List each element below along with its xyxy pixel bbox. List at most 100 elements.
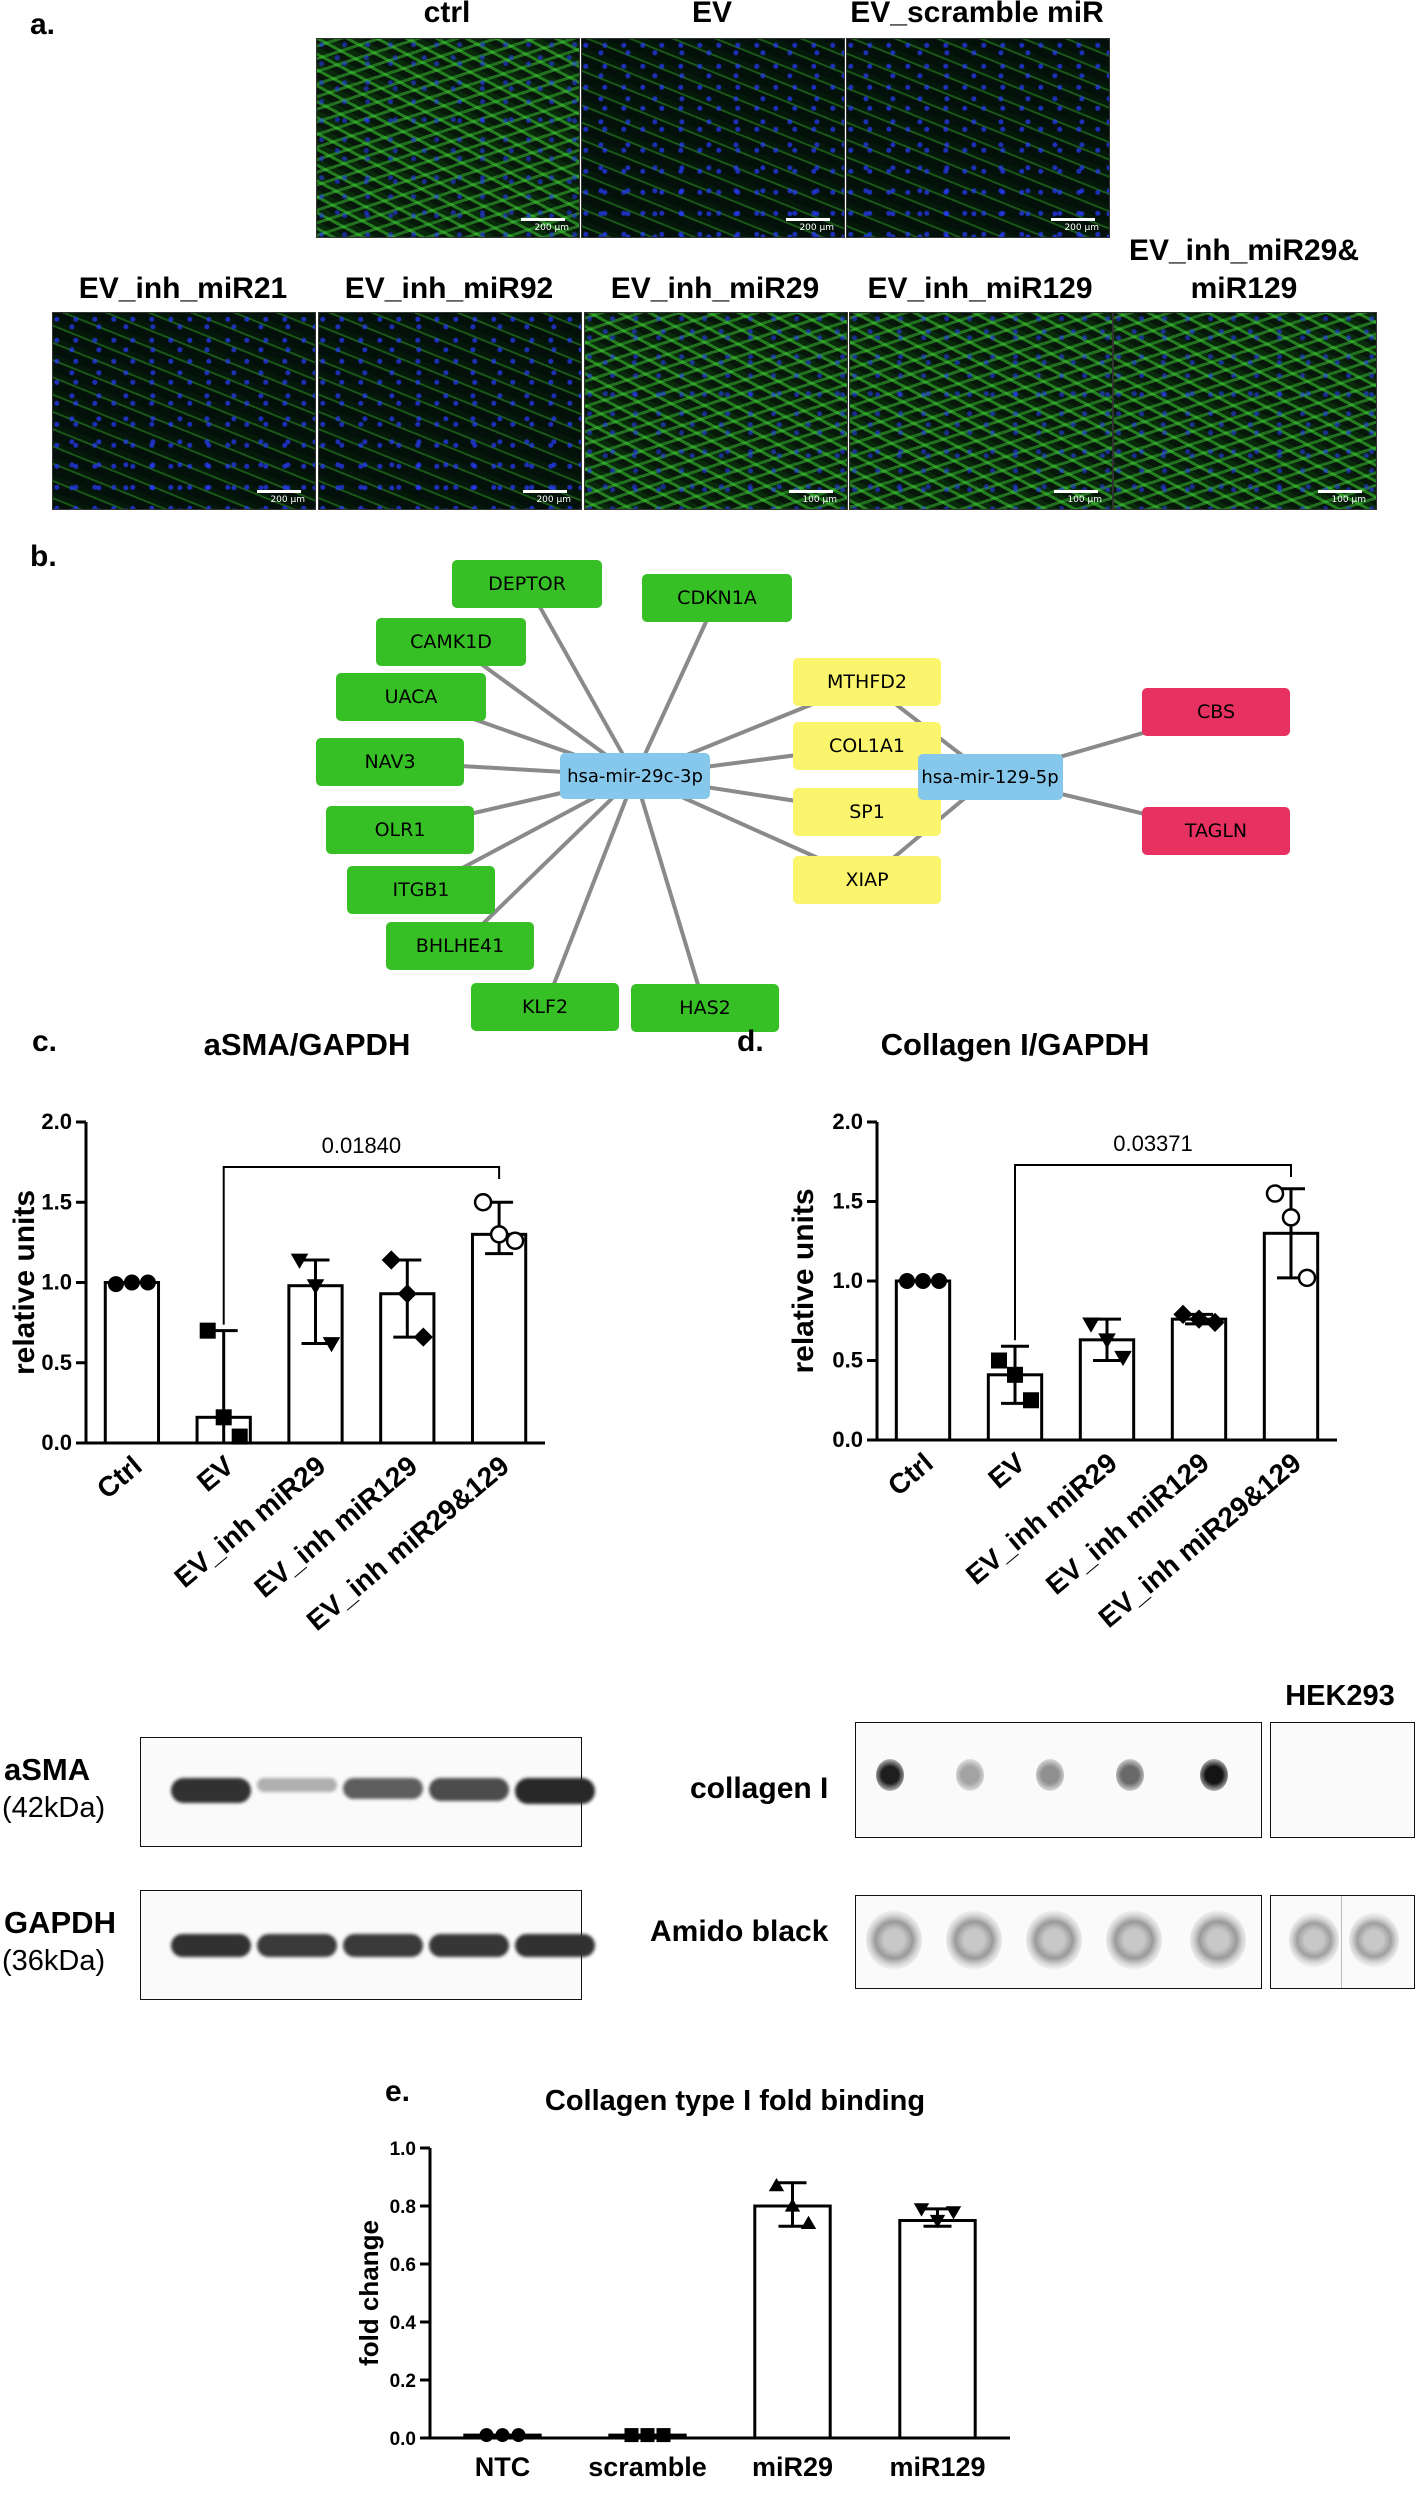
data-point: [656, 2428, 671, 2443]
scale-bar-label: 200 µm: [270, 495, 305, 505]
panel-b-letter: b.: [30, 540, 57, 573]
micrograph-label-line: EV_inh_miR92: [344, 272, 554, 305]
bar: [753, 2204, 832, 2440]
data-point: [381, 1250, 401, 1270]
blot-asma-label: aSMA: [4, 1752, 91, 1787]
amido-spot: [1026, 1910, 1082, 1970]
data-point: [473, 1193, 493, 1212]
micrograph-image: 100 µm: [1113, 312, 1377, 510]
y-tick-label: 0.5: [41, 1350, 72, 1375]
gene-node: CAMK1D: [376, 618, 526, 666]
chart-title: Collagen I/GAPDH: [881, 1027, 1150, 1062]
scale-bar-label: 100 µm: [1067, 495, 1102, 505]
micrograph-label: EV_scramble miR: [850, 0, 1104, 29]
gene-node: CDKN1A: [642, 574, 792, 622]
micrograph-label-line: miR129: [1190, 272, 1298, 305]
data-point: [215, 1409, 232, 1426]
category-label: EV_inh miR129: [248, 1450, 423, 1604]
micrograph-image: 100 µm: [849, 312, 1113, 510]
data-point: [397, 1284, 417, 1304]
data-point: [624, 2428, 639, 2443]
y-tick-label: 0.0: [390, 2429, 416, 2450]
micrograph-image: 200 µm: [316, 38, 580, 238]
chart-title: aSMA/GAPDH: [204, 1027, 411, 1062]
data-point: [505, 1231, 525, 1251]
network-edge: [458, 774, 637, 948]
chart-collagen-gapdh: Collagen I/GAPDH0.00.51.01.52.0relative …: [787, 1027, 1337, 1634]
micrograph-image: 200 µm: [581, 38, 845, 238]
data-point: [1189, 1309, 1209, 1329]
dot-amido-label: Amido black: [650, 1915, 829, 1948]
data-point: [479, 2428, 494, 2443]
data-point: [915, 1273, 931, 1289]
data-point: [1281, 1208, 1301, 1227]
scale-bar: [789, 490, 833, 493]
bar: [898, 2219, 977, 2440]
blot-gapdh: [140, 1890, 595, 2000]
network-edge: [543, 775, 637, 1008]
y-tick-label: 1.5: [41, 1189, 72, 1214]
data-point: [306, 1279, 325, 1295]
category-label: Ctrl: [882, 1447, 939, 1502]
gene-node: BHLHE41: [386, 922, 534, 970]
y-tick-label: 2.0: [41, 1109, 72, 1134]
network-edge: [525, 583, 637, 777]
gene-node: XIAP: [793, 856, 941, 904]
data-point: [1114, 1350, 1132, 1367]
amido-spot: [1349, 1912, 1399, 1968]
y-tick-label: 0.5: [832, 1348, 863, 1373]
blot-band: [257, 1778, 337, 1792]
y-tick-label: 1.0: [41, 1270, 72, 1295]
hek293-label: HEK293: [1285, 1680, 1395, 1712]
chart-collagen-binding: Collagen type I fold binding0.00.20.40.6…: [354, 2085, 1010, 2482]
gene-node: KLF2: [471, 983, 619, 1031]
scale-bar-label: 200 µm: [1064, 223, 1099, 233]
dot-blot-collagen-hek: [1270, 1722, 1415, 1838]
chart-title: Collagen type I fold binding: [545, 2085, 925, 2117]
gene-node: CBS: [1142, 688, 1290, 736]
scale-bar: [1318, 490, 1362, 493]
blot-asma: [140, 1737, 595, 1847]
category-label: EV_inh miR129: [1040, 1447, 1215, 1601]
dot-blot-spot: [1116, 1759, 1144, 1791]
blot-band: [343, 1934, 423, 1957]
category-label: scramble: [588, 2452, 707, 2482]
data-point: [322, 1337, 341, 1353]
micrograph-label: EV_inh_miR21: [42, 270, 324, 308]
y-tick-label: 1.0: [832, 1268, 863, 1293]
category-label: miR29: [752, 2452, 833, 2482]
micrograph-label: EV: [691, 0, 733, 29]
y-tick-label: 1.5: [832, 1189, 863, 1214]
gene-node: MTHFD2: [793, 658, 941, 706]
data-point: [199, 1322, 216, 1339]
amido-spot: [1106, 1910, 1162, 1970]
micrograph-label: EV_inh_miR92: [308, 270, 590, 308]
data-point: [1297, 1268, 1317, 1288]
data-point: [640, 2428, 655, 2443]
gene-node: DEPTOR: [452, 560, 602, 608]
data-point: [991, 1352, 1007, 1369]
panel-e-letter: e.: [385, 2075, 411, 2108]
y-axis-label: relative units: [787, 1188, 820, 1373]
data-point: [495, 2428, 510, 2443]
significance-bracket: [222, 1166, 501, 1325]
lane-divider: [1341, 1896, 1342, 1988]
scale-bar: [523, 490, 567, 493]
y-axis-label: fold change: [354, 2220, 384, 2366]
category-label: NTC: [475, 2452, 531, 2482]
amido-spot: [866, 1910, 922, 1970]
blot-band: [515, 1934, 595, 1958]
dot-blot-spot: [956, 1759, 984, 1791]
dot-blot-amido-hek: [1270, 1895, 1415, 1989]
blot-asma-kda: (42kDa): [2, 1792, 106, 1824]
scale-bar-label: 200 µm: [536, 495, 571, 505]
gene-node: COL1A1: [793, 722, 941, 770]
data-point: [413, 1327, 433, 1347]
mirna-node: hsa-mir-129-5p: [917, 754, 1063, 800]
dot-blot-amido: [855, 1895, 1262, 1989]
micrograph-image: 200 µm: [318, 312, 582, 510]
dot-blot-spot: [1200, 1759, 1228, 1791]
data-point: [899, 1273, 915, 1289]
gene-node: SP1: [793, 788, 941, 836]
